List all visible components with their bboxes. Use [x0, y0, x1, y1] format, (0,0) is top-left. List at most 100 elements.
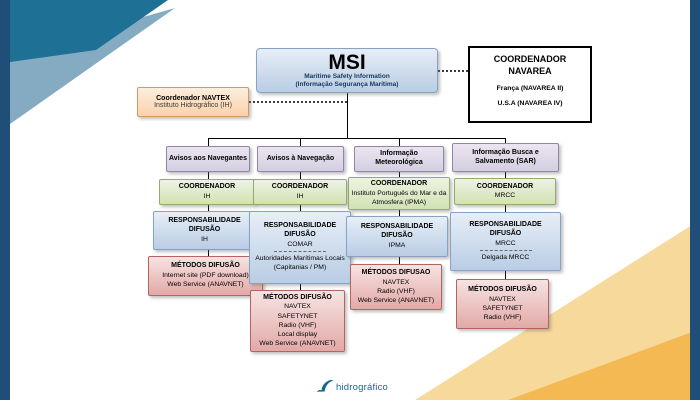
- divider-line: [479, 249, 532, 251]
- box-line: Local display: [277, 330, 318, 338]
- connector: [505, 205, 506, 212]
- coordenador-box-col3: COORDENADOR Instituto Português do Mar e…: [348, 177, 450, 211]
- connector: [399, 257, 400, 264]
- connector: [300, 205, 301, 211]
- box-line: SAFETYNET: [277, 312, 318, 320]
- connector: [208, 205, 209, 211]
- box-title: MÉTODOS DIFUSÃO: [468, 285, 537, 293]
- msi-title: MSI: [328, 50, 366, 74]
- decor-sand-light-wedge: [415, 225, 692, 400]
- box-line: Instituto Português do Mar e da Atmosfer…: [351, 189, 447, 206]
- connector: [208, 250, 209, 256]
- msi-box: MSI Maritime Safety Information (Informa…: [256, 48, 438, 93]
- connector: [505, 271, 506, 279]
- box-title: MÉTODOS DIFUSÃO: [263, 293, 332, 301]
- box-title: COORDENADOR: [476, 182, 534, 190]
- metodos-box-col1: MÉTODOS DIFUSÃO Internet site (PDF downl…: [148, 256, 263, 296]
- connector: [300, 138, 301, 146]
- box-line: IH: [296, 192, 304, 200]
- coordenador-box-col2: COORDENADOR IH: [253, 179, 347, 205]
- column-header-label: Informação Busca e Salvamento (SAR): [472, 148, 539, 165]
- box-title: COORDENADOR: [178, 183, 236, 191]
- column-header-label: Avisos aos Navegantes: [169, 154, 247, 162]
- box-line: Radio (VHF): [483, 313, 522, 321]
- connector-bus-horizontal: [208, 138, 505, 139]
- navarea-entry: U.S.A (NAVAREA IV): [497, 100, 563, 108]
- box-lines: MRCC: [457, 191, 553, 200]
- box-line: IH: [201, 235, 208, 243]
- wave-swoosh-icon: [316, 380, 334, 392]
- connector: [208, 172, 209, 179]
- box-lines: IH: [256, 192, 344, 201]
- box-line: MRCC: [494, 192, 516, 200]
- connector: [300, 172, 301, 179]
- connector: [300, 284, 301, 290]
- responsabilidade-box-col3: RESPONSABILIDADE DIFUSÃO IPMA: [346, 216, 448, 257]
- box-title: RESPONSABILIDADE DIFUSÃO: [469, 221, 542, 237]
- navtex-title: Coordenador NAVTEX: [156, 95, 230, 102]
- navarea-title: COORDENADOR NAVAREA: [493, 54, 567, 76]
- connector: [399, 172, 400, 177]
- box-lines: MRCC Delgada MRCC: [453, 239, 558, 262]
- box-title: COORDENADOR: [370, 180, 428, 187]
- navarea-entry: França (NAVAREA II): [496, 85, 564, 93]
- box-title: MÉTODOS DIFUSÃO: [171, 262, 240, 270]
- box-line: (Capitanias / PM): [273, 264, 327, 272]
- logo-wordmark: hidrográfico: [336, 381, 389, 393]
- box-line: Autoridades Marítimas Locais: [255, 255, 345, 263]
- box-title: RESPONSABILIDADE DIFUSÃO: [360, 223, 434, 239]
- column-header-busca-salvamento-sar: Informação Busca e Salvamento (SAR): [452, 143, 559, 172]
- box-title: RESPONSABILIDADE DIFUSÃO: [263, 222, 337, 239]
- box-line: Radio (VHF): [278, 321, 317, 329]
- decor-steel-wedge: [10, 8, 175, 124]
- column-header-label: Avisos à Navegação: [266, 154, 335, 162]
- box-line: NAVTEX: [489, 295, 516, 303]
- box-line: SAFETYNET: [482, 304, 523, 312]
- navtex-coordinator-box: Coordenador NAVTEX Instituto Hidrográfic…: [137, 87, 249, 117]
- box-lines: Internet site (PDF download)Web Service …: [151, 271, 260, 289]
- connector-msi-navarea-dotted: [438, 70, 468, 72]
- box-title: MÉTODOS DIFUSAO: [361, 268, 431, 276]
- box-lines: IH: [162, 192, 252, 201]
- box-line: NAVTEX: [382, 278, 410, 286]
- box-title: RESPONSABILIDADE DIFUSÃO: [168, 217, 241, 233]
- box-line: IH: [203, 192, 211, 200]
- msi-subtitle-en: Maritime Safety Information: [304, 72, 390, 80]
- connector: [208, 138, 209, 146]
- navtex-subtitle: Instituto Hidrográfico (IH): [154, 102, 232, 109]
- box-lines: IPMA: [349, 241, 445, 250]
- decor-left-stripe: [0, 0, 10, 400]
- box-line: MRCC: [495, 239, 516, 247]
- box-lines: Instituto Português do Mar e da Atmosfer…: [351, 189, 447, 207]
- msi-subtitle-pt: (Informação Segurança Marítima): [295, 81, 399, 88]
- box-title: COORDENADOR: [271, 183, 329, 191]
- coordenador-box-col4: COORDENADOR MRCC: [454, 178, 556, 205]
- box-line: NAVTEX: [284, 303, 311, 311]
- box-lines: IH: [156, 235, 253, 244]
- connector-msi-vertical: [347, 93, 348, 138]
- coordenador-box-col1: COORDENADOR IH: [159, 179, 255, 205]
- box-line: Web Service (ANAVNET): [357, 296, 435, 304]
- connector: [505, 138, 506, 143]
- decor-right-stripe: [690, 0, 700, 400]
- box-line: Web Service (ANAVNET): [259, 340, 336, 348]
- box-line: Internet site (PDF download): [162, 272, 249, 280]
- box-line: IPMA: [388, 241, 406, 249]
- connector: [505, 172, 506, 178]
- responsabilidade-box-col1: RESPONSABILIDADE DIFUSÃO IH: [153, 211, 256, 250]
- column-header-avisos-navegantes: Avisos aos Navegantes: [166, 146, 250, 172]
- column-header-informacao-meteorologica: Informação Meteorológica: [354, 146, 444, 172]
- responsabilidade-box-col4: RESPONSABILIDADE DIFUSÃO MRCC Delgada MRC…: [450, 212, 561, 271]
- box-line: Delgada MRCC: [481, 253, 530, 261]
- hidrografico-logo: hidrográfico: [316, 377, 388, 394]
